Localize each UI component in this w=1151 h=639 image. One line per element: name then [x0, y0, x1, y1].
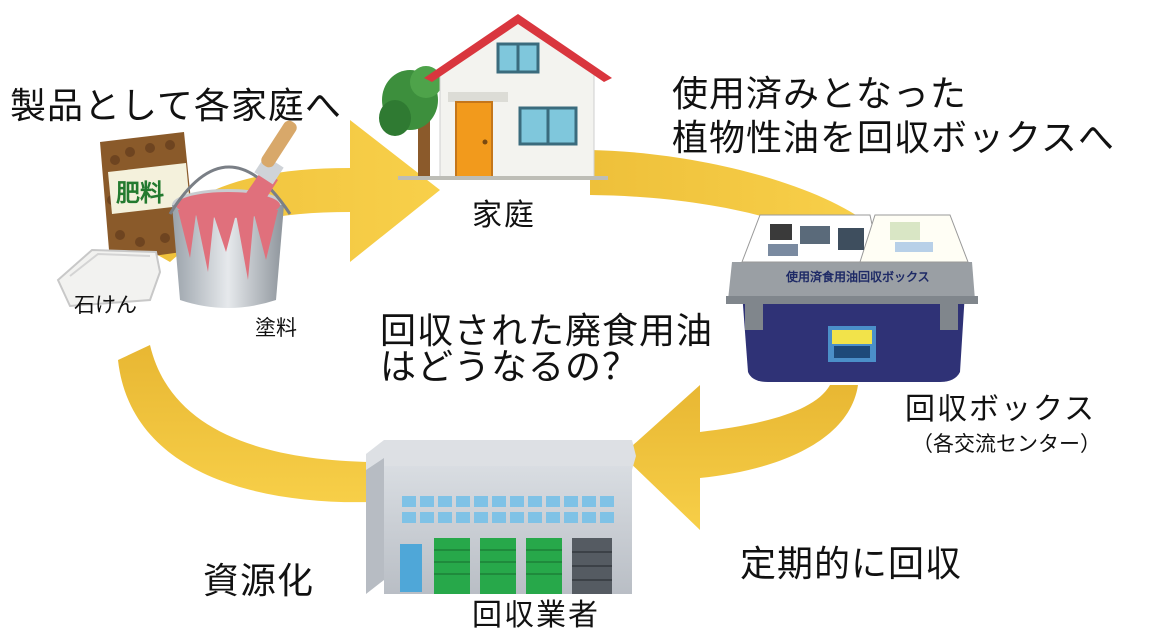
paint-can-illustration: [168, 120, 297, 308]
question-line2: はどうなるの？: [380, 347, 640, 388]
box-sign: 使用済食用油回収ボックス: [786, 270, 930, 284]
step-recycle: 資源化: [203, 561, 315, 602]
step-to-box-line2: 植物性油を回収ボックスへ: [672, 118, 1115, 159]
step-collect: 定期的に回収: [740, 544, 963, 585]
step-to-homes: 製品として各家庭へ: [10, 86, 342, 127]
arrow-recycle-arc: [118, 345, 372, 503]
soap-box-illustration: [56, 248, 162, 308]
step-to-box-line1: 使用済みとなった: [672, 74, 967, 115]
node-box-label: 回収ボックス: [905, 392, 1097, 427]
house-illustration: [379, 14, 612, 180]
question-line1: 回収された廃食用油: [380, 311, 714, 352]
product-paint-label: 塗料: [255, 316, 297, 340]
fertilizer-label: 肥料: [116, 179, 164, 207]
node-home-label: 家庭: [472, 198, 536, 233]
node-company-label: 回収業者: [472, 598, 600, 633]
fertilizer-bag-illustration: 肥料: [100, 132, 196, 262]
company-building-illustration: [366, 440, 636, 594]
node-box-sublabel: （各交流センター）: [912, 432, 1101, 456]
arrow-to-company: [622, 385, 858, 530]
collection-box-illustration: [726, 214, 978, 382]
product-soap-label: 石けん: [74, 293, 137, 317]
